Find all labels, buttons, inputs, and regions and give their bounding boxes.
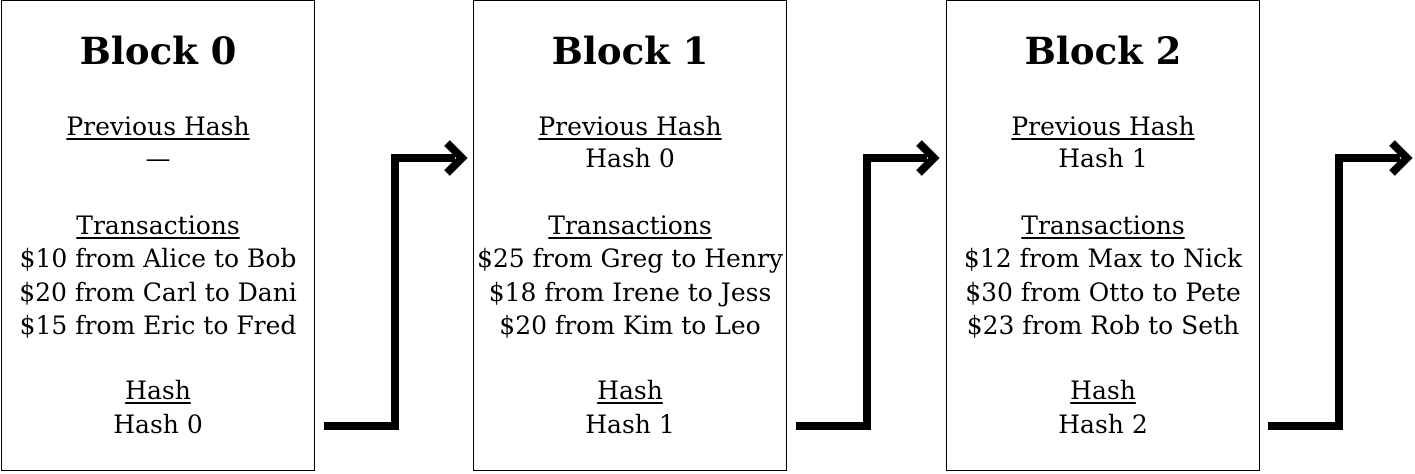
transaction-item: $20 from Kim to Leo [499, 311, 761, 340]
previous-hash-heading: Previous Hash [1011, 112, 1195, 141]
transactions-heading: Transactions [76, 211, 240, 240]
transaction-item: $12 from Max to Nick [963, 244, 1243, 273]
hash-heading: Hash [597, 376, 663, 405]
hash-value: Hash 0 [113, 410, 203, 439]
transaction-list: $10 from Alice to Bob $20 from Carl to D… [2, 242, 314, 343]
transaction-item: $30 from Otto to Pete [965, 277, 1241, 307]
block-0: Block 0 Previous Hash — Transactions $10… [1, 0, 315, 471]
previous-hash-value: Hash 0 [585, 144, 675, 173]
transaction-item: $15 from Eric to Fred [19, 311, 297, 340]
hash-heading: Hash [125, 376, 191, 405]
transaction-list: $12 from Max to Nick $30 from Otto to Pe… [947, 242, 1259, 343]
transactions-heading: Transactions [1021, 211, 1185, 240]
hash-heading: Hash [1070, 376, 1136, 405]
previous-hash-heading: Previous Hash [66, 112, 250, 141]
transaction-item: $23 from Rob to Seth [966, 311, 1240, 340]
previous-hash-heading: Previous Hash [538, 112, 722, 141]
transaction-item: $18 from Irene to Jess [488, 277, 772, 307]
arrow-block1-to-block2 [796, 140, 940, 430]
transaction-list: $25 from Greg to Henry $18 from Irene to… [474, 242, 786, 343]
hash-value: Hash 1 [585, 410, 675, 439]
arrow-block0-to-block1 [324, 140, 468, 430]
block-title: Block 1 [551, 29, 709, 73]
arrow-block2-to-next [1268, 140, 1413, 430]
previous-hash-value: — [145, 144, 171, 173]
transaction-item: $10 from Alice to Bob [19, 244, 297, 273]
block-1: Block 1 Previous Hash Hash 0 Transaction… [473, 0, 787, 471]
block-title: Block 0 [79, 29, 237, 73]
transactions-heading: Transactions [548, 211, 712, 240]
previous-hash-value: Hash 1 [1058, 144, 1148, 173]
transaction-item: $20 from Carl to Dani [19, 277, 297, 307]
block-2: Block 2 Previous Hash Hash 1 Transaction… [946, 0, 1260, 471]
hash-value: Hash 2 [1058, 410, 1148, 439]
transaction-item: $25 from Greg to Henry [476, 244, 784, 273]
block-title: Block 2 [1024, 29, 1182, 73]
